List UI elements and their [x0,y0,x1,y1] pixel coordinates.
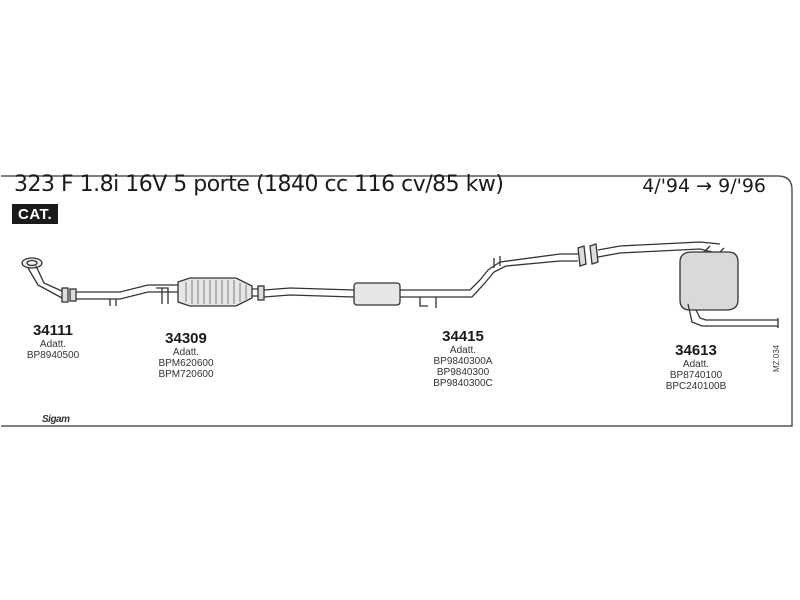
part-ref: BP9840300A [433,356,493,367]
production-period: 4/'94 → 9/'96 [642,175,766,197]
rear-silencer [679,245,779,328]
vehicle-title: 323 F 1.8i 16V 5 porte (1840 cc 116 cv/8… [14,172,504,197]
diagram-code: MZ 034 [772,344,781,372]
part-ref: BP8940500 [26,350,80,361]
part-ref: BPM720600 [158,369,214,380]
part-34415: 34415 Adatt. BP9840300A BP9840300 BP9840… [420,328,506,389]
part-34613: 34613 Adatt. BP8740100 BPC240100B [654,342,738,392]
front-pipe [21,257,178,306]
part-label: Adatt. [172,347,200,358]
part-ref: BPC240100B [665,381,727,392]
part-34111: 34111 Adatt. BP8940500 [18,322,88,361]
middle-pipe [263,253,578,308]
part-label: Adatt. [449,345,477,356]
part-code: 34613 [675,342,717,359]
rear-flange [577,241,721,267]
part-code: 34309 [165,330,207,347]
part-34309: 34309 Adatt. BPM620600 BPM720600 [146,330,226,380]
part-label: Adatt. [682,359,710,370]
catalytic-converter [177,277,265,307]
part-label: Adatt. [39,339,67,350]
part-ref: BPM620600 [158,358,214,369]
part-ref: BP8740100 [669,370,723,381]
brand-logo: Sigam [42,414,70,425]
diagram-frame [1,175,793,427]
part-code: 34415 [442,328,484,345]
part-ref: BP9840300C [433,378,493,389]
part-ref: BP9840300 [436,367,490,378]
part-code: 34111 [32,322,74,339]
catalyst-badge: CAT. [12,204,59,224]
